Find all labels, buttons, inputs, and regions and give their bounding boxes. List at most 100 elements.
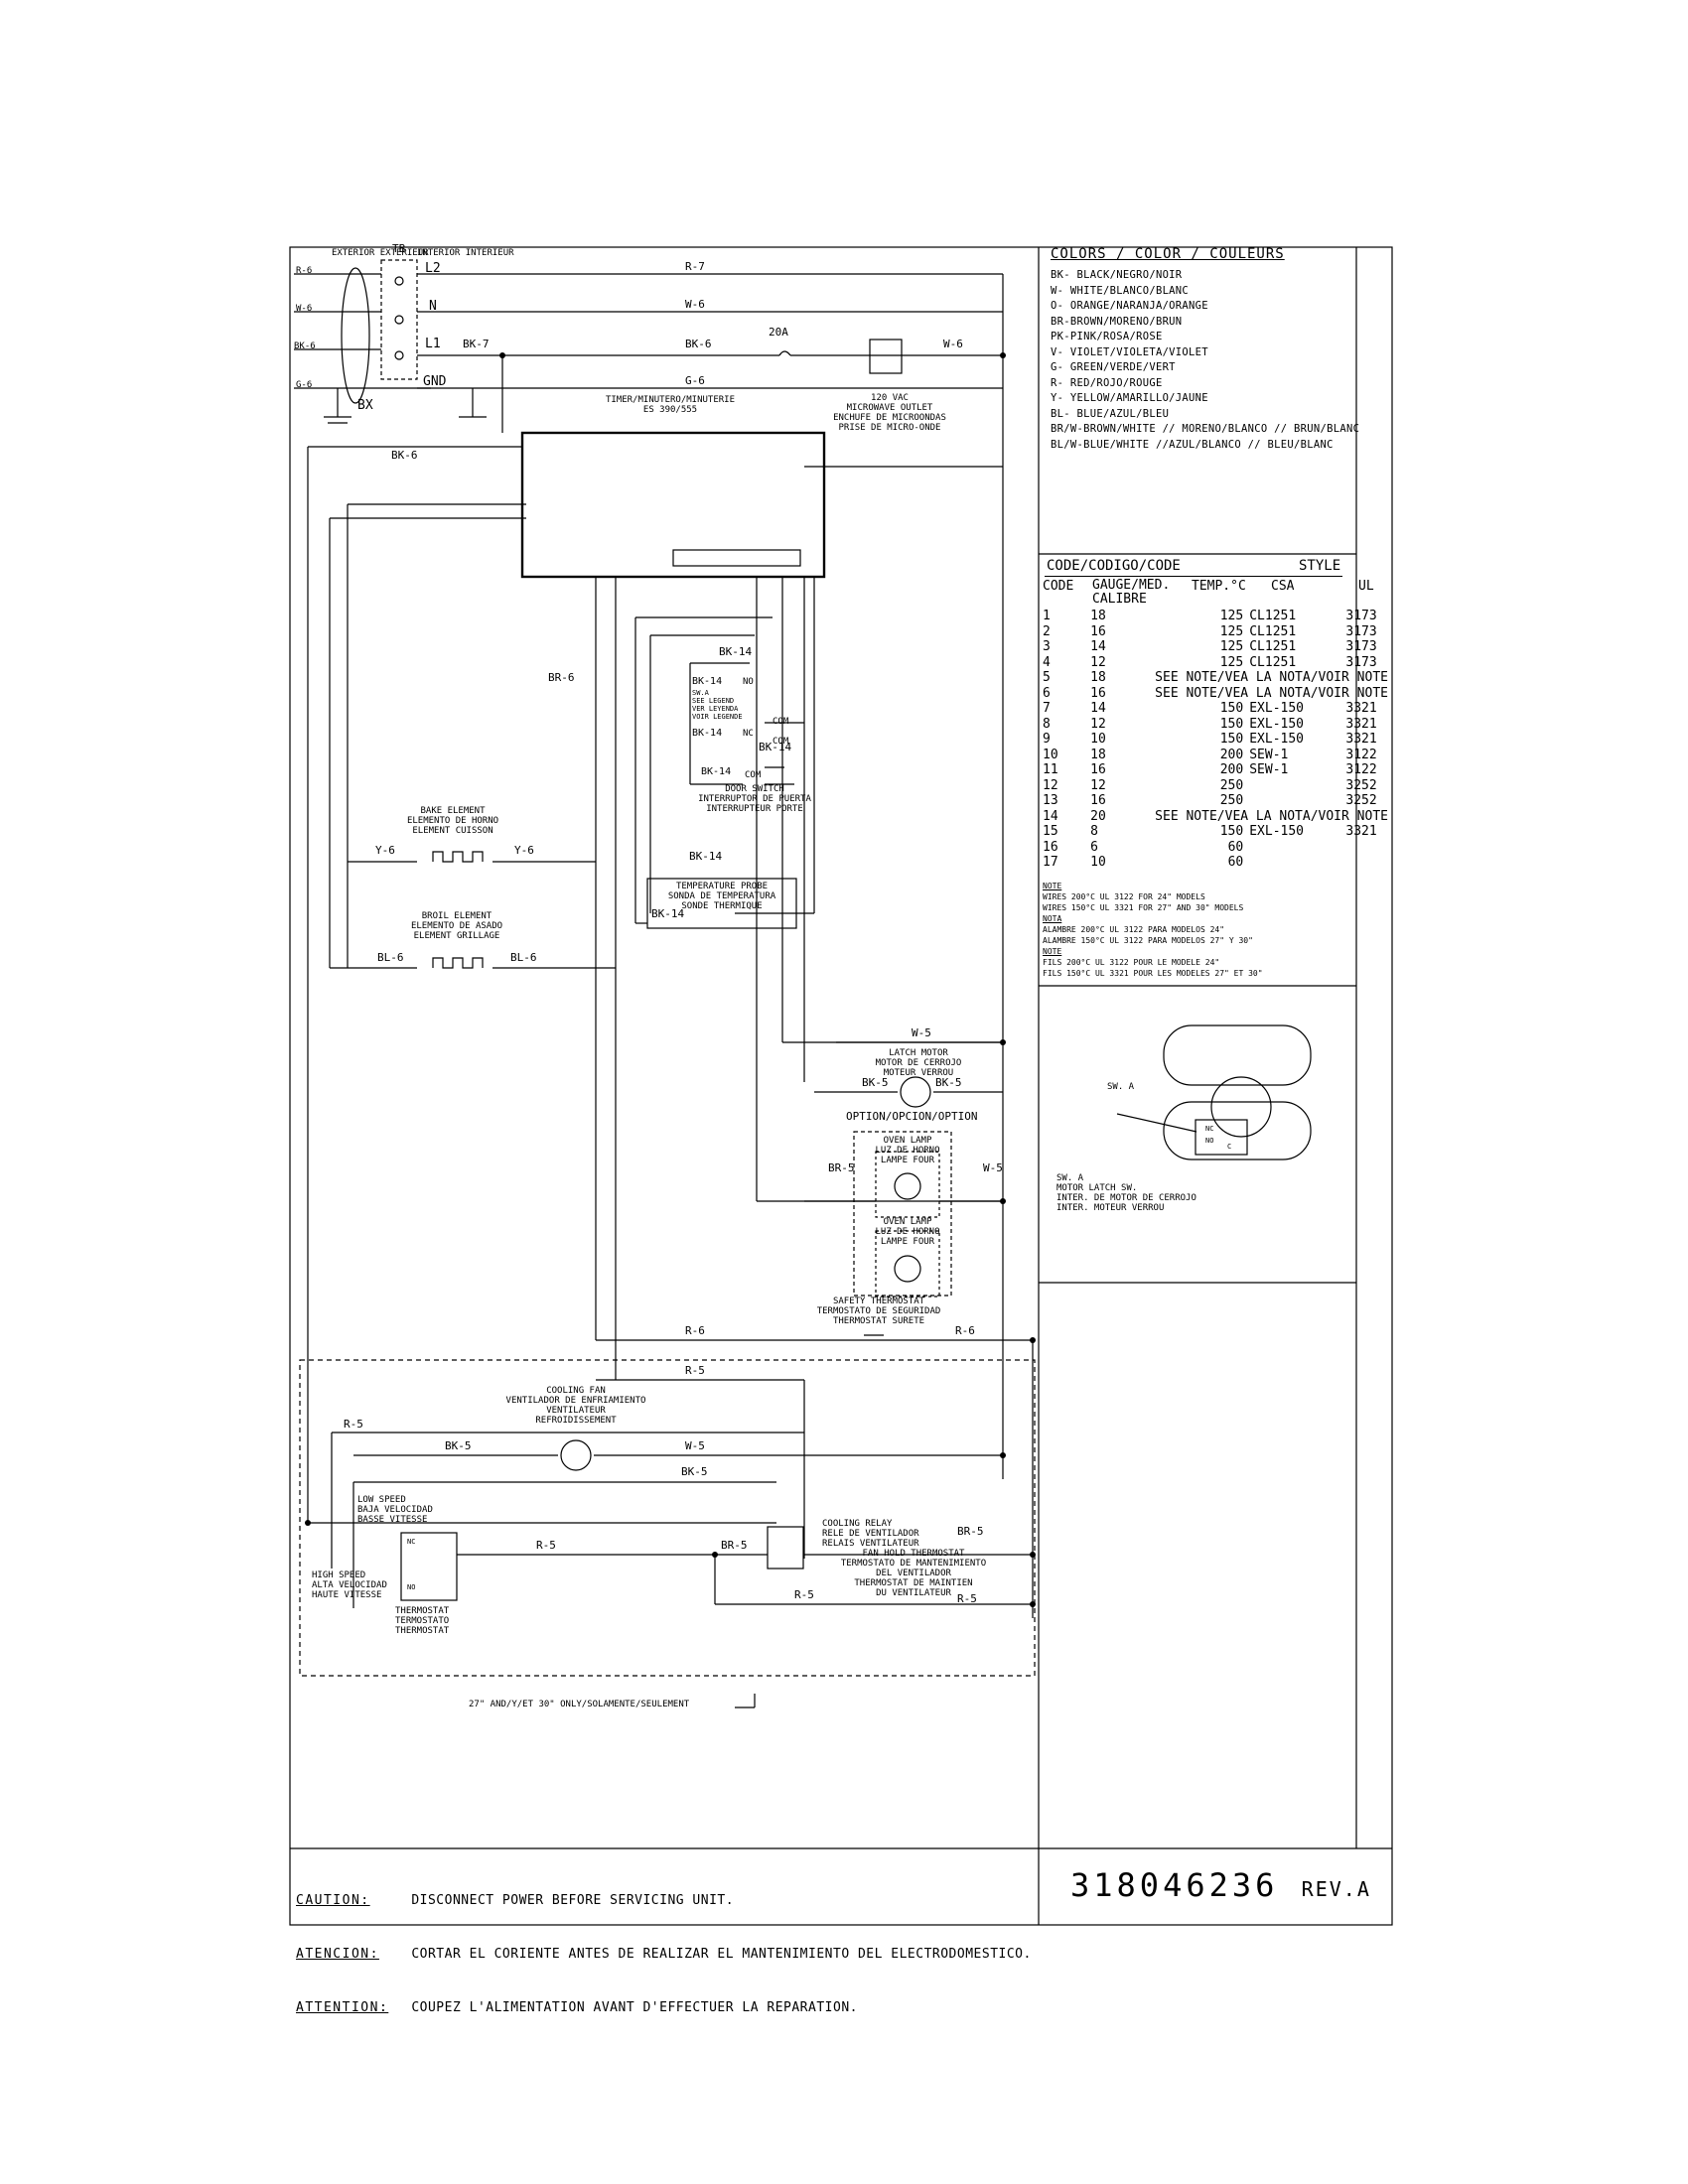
wire-w5-top: W-5 [912, 1026, 931, 1039]
table-cell: CL1251 [1249, 639, 1297, 654]
table-cell: 200 [1219, 747, 1244, 762]
wire-w5-fan: W-5 [685, 1439, 705, 1452]
table-cell: 12 [1043, 777, 1058, 793]
color-item: G- GREEN/VERDE/VERT [1051, 361, 1176, 373]
wire-label-w6: W-6 [296, 304, 313, 314]
table-cell: 10 [1090, 732, 1106, 747]
latch-contact-nc: NC [1205, 1125, 1214, 1133]
table-cell: 18 [1090, 747, 1106, 762]
bk14-probe: BK-14 [689, 850, 723, 863]
table-cell: 13 [1043, 793, 1058, 808]
table-cell: 4 [1043, 654, 1051, 670]
color-item: BR-BROWN/MORENO/BRUN [1051, 315, 1183, 328]
bk14-lower: BK-14 [701, 766, 732, 777]
latch-detail-lower [1163, 1101, 1312, 1160]
table-cell: 3173 [1345, 639, 1377, 654]
interior-label: INTERIOR INTERIEUR [417, 248, 514, 258]
table-cell: 3 [1043, 639, 1051, 654]
terminal-l2: L2 [425, 261, 441, 276]
table-cell [1249, 778, 1345, 794]
table-cell: EXL-150 [1249, 824, 1305, 839]
caution-block: CAUTION: DISCONNECT POWER BEFORE SERVICI… [296, 1856, 1032, 2035]
color-item: BK- BLACK/NEGRO/NOIR [1051, 269, 1183, 281]
bk14-top: BK-14 [719, 645, 753, 658]
table-cell: 14 [1043, 808, 1058, 824]
part-number: 318046236 [1070, 1866, 1279, 1904]
wire-w6b: W-6 [943, 338, 963, 350]
bk14-no: BK-14 [692, 676, 723, 687]
table-cell: SEE NOTE/VEA LA NOTA/VOIR NOTE [1155, 685, 1388, 701]
contact-nc: NC [743, 729, 754, 739]
table-cell: 10 [1090, 855, 1106, 870]
terminal-block-label: TB [392, 242, 406, 255]
table-cell: 14 [1090, 639, 1106, 654]
table-cell: 3321 [1345, 732, 1377, 747]
table-cell: CL1251 [1249, 654, 1297, 670]
table-cell: 16 [1043, 839, 1058, 855]
table-cell: EXL-150 [1249, 716, 1305, 732]
fuse-20a: 20A [769, 326, 788, 339]
color-item: Y- YELLOW/AMARILLO/JAUNE [1051, 392, 1208, 404]
wire-bk6-left: BK-6 [391, 449, 418, 462]
wire-br5-lamp: BR-5 [828, 1161, 855, 1174]
wire-br6: BR-6 [548, 671, 575, 684]
wire-bk5-relay: BK-5 [681, 1465, 708, 1478]
table-cell: 3321 [1345, 824, 1377, 839]
color-item: BL- BLUE/AZUL/BLEU [1051, 407, 1170, 420]
wire-bk5-right: BK-5 [935, 1076, 962, 1089]
table-cell: 6 [1043, 685, 1051, 701]
caution-line: ATENCION: CORTAR EL CORIENTE ANTES DE RE… [296, 1947, 1032, 1962]
table-cell: 3173 [1345, 609, 1377, 623]
table-cell: 12 [1090, 654, 1106, 670]
table-cell: 16 [1090, 623, 1106, 639]
terminal-n: N [429, 299, 437, 314]
color-item: R- RED/ROJO/ROUGE [1051, 376, 1163, 389]
table-cell: 3173 [1345, 654, 1377, 670]
wire-br5-relay: BR-5 [721, 1539, 748, 1552]
wire-bl6-left: BL-6 [377, 951, 404, 964]
table-cell: 1 [1043, 609, 1051, 623]
color-item: O- ORANGE/NARANJA/ORANGE [1051, 300, 1208, 312]
table-cell: SEW-1 [1249, 762, 1289, 777]
table-cell [1345, 855, 1394, 871]
table-cell: 18 [1090, 609, 1106, 623]
table-cell: 12 [1090, 777, 1106, 793]
terminal-gnd: GND [423, 374, 447, 389]
wire-label-g6: G-6 [296, 380, 313, 390]
table-cell: 20 [1090, 808, 1106, 824]
exterior-label: EXTERIOR EXTERIEUR [332, 248, 429, 258]
table-cell: 250 [1219, 777, 1244, 793]
wire-w6: W-6 [685, 298, 705, 311]
table-cell: 15 [1043, 824, 1058, 839]
wire-r5-thermostat: R-5 [536, 1539, 556, 1552]
wire-y6-left: Y-6 [375, 844, 395, 857]
table-cell: 10 [1043, 747, 1058, 762]
table-cell: 3173 [1345, 623, 1377, 639]
revision: REV.A [1301, 1877, 1371, 1901]
wire-r5-fan: R-5 [344, 1418, 363, 1431]
table-cell: 150 [1219, 701, 1244, 716]
wire-y6-right: Y-6 [514, 844, 534, 857]
table-cell: 60 [1227, 839, 1244, 855]
code-panel: CODE/CODIGO/CODE STYLE CODE GAUGE/MED. C… [1043, 558, 1394, 979]
wire-r6-right: R-6 [955, 1324, 975, 1337]
wire-r5-fanhold-left: R-5 [794, 1588, 814, 1601]
color-item: V- VIOLET/VIOLETA/VIOLET [1051, 345, 1208, 358]
wire-bk7: BK-7 [463, 338, 490, 350]
latch-contact-c: C [1227, 1143, 1232, 1151]
table-cell: 14 [1090, 701, 1106, 716]
thermostat-nc: NC [407, 1538, 416, 1546]
